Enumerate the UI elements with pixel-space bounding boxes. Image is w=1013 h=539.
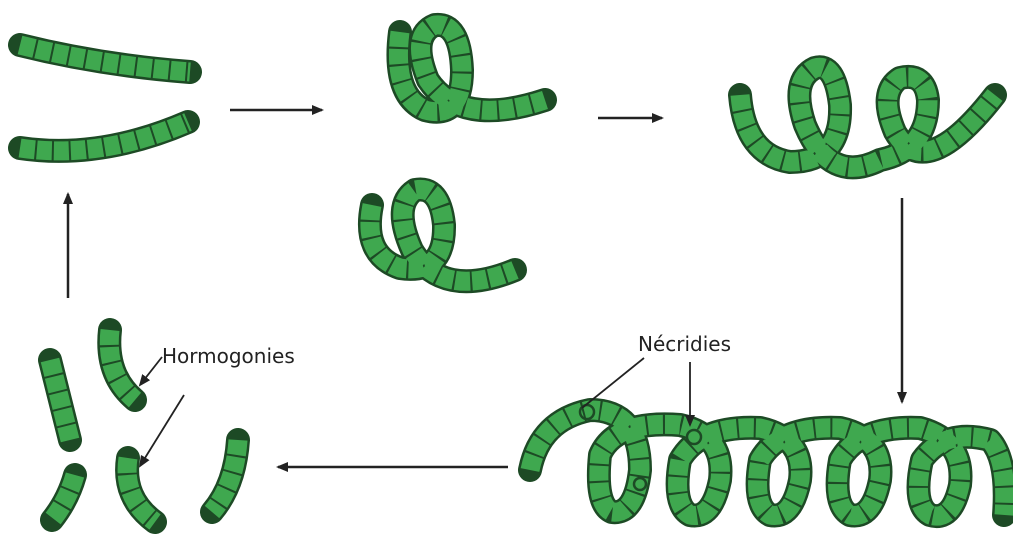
hormogonies-pointer-lower — [140, 395, 184, 466]
necridies-label: Nécridies — [638, 332, 731, 356]
hormogonium-fragment — [50, 360, 70, 440]
hormogonies-label: Hormogonies — [162, 344, 295, 368]
double-loop-trichome — [740, 67, 995, 167]
hormogonium-fragment — [212, 440, 238, 512]
necridies-pointer-left — [582, 358, 644, 408]
single-loop-trichome-upper — [398, 25, 545, 112]
hormogonium-fragment — [109, 330, 135, 400]
straight-trichome-upper — [20, 45, 190, 72]
hormogonium-fragment — [127, 458, 155, 522]
straight-trichome-lower — [20, 122, 188, 151]
single-loop-trichome-lower — [370, 189, 515, 281]
hormogonies-pointer-upper — [140, 357, 162, 385]
long-helical-trichome — [530, 410, 1005, 516]
hormogonium-fragment — [52, 475, 75, 520]
